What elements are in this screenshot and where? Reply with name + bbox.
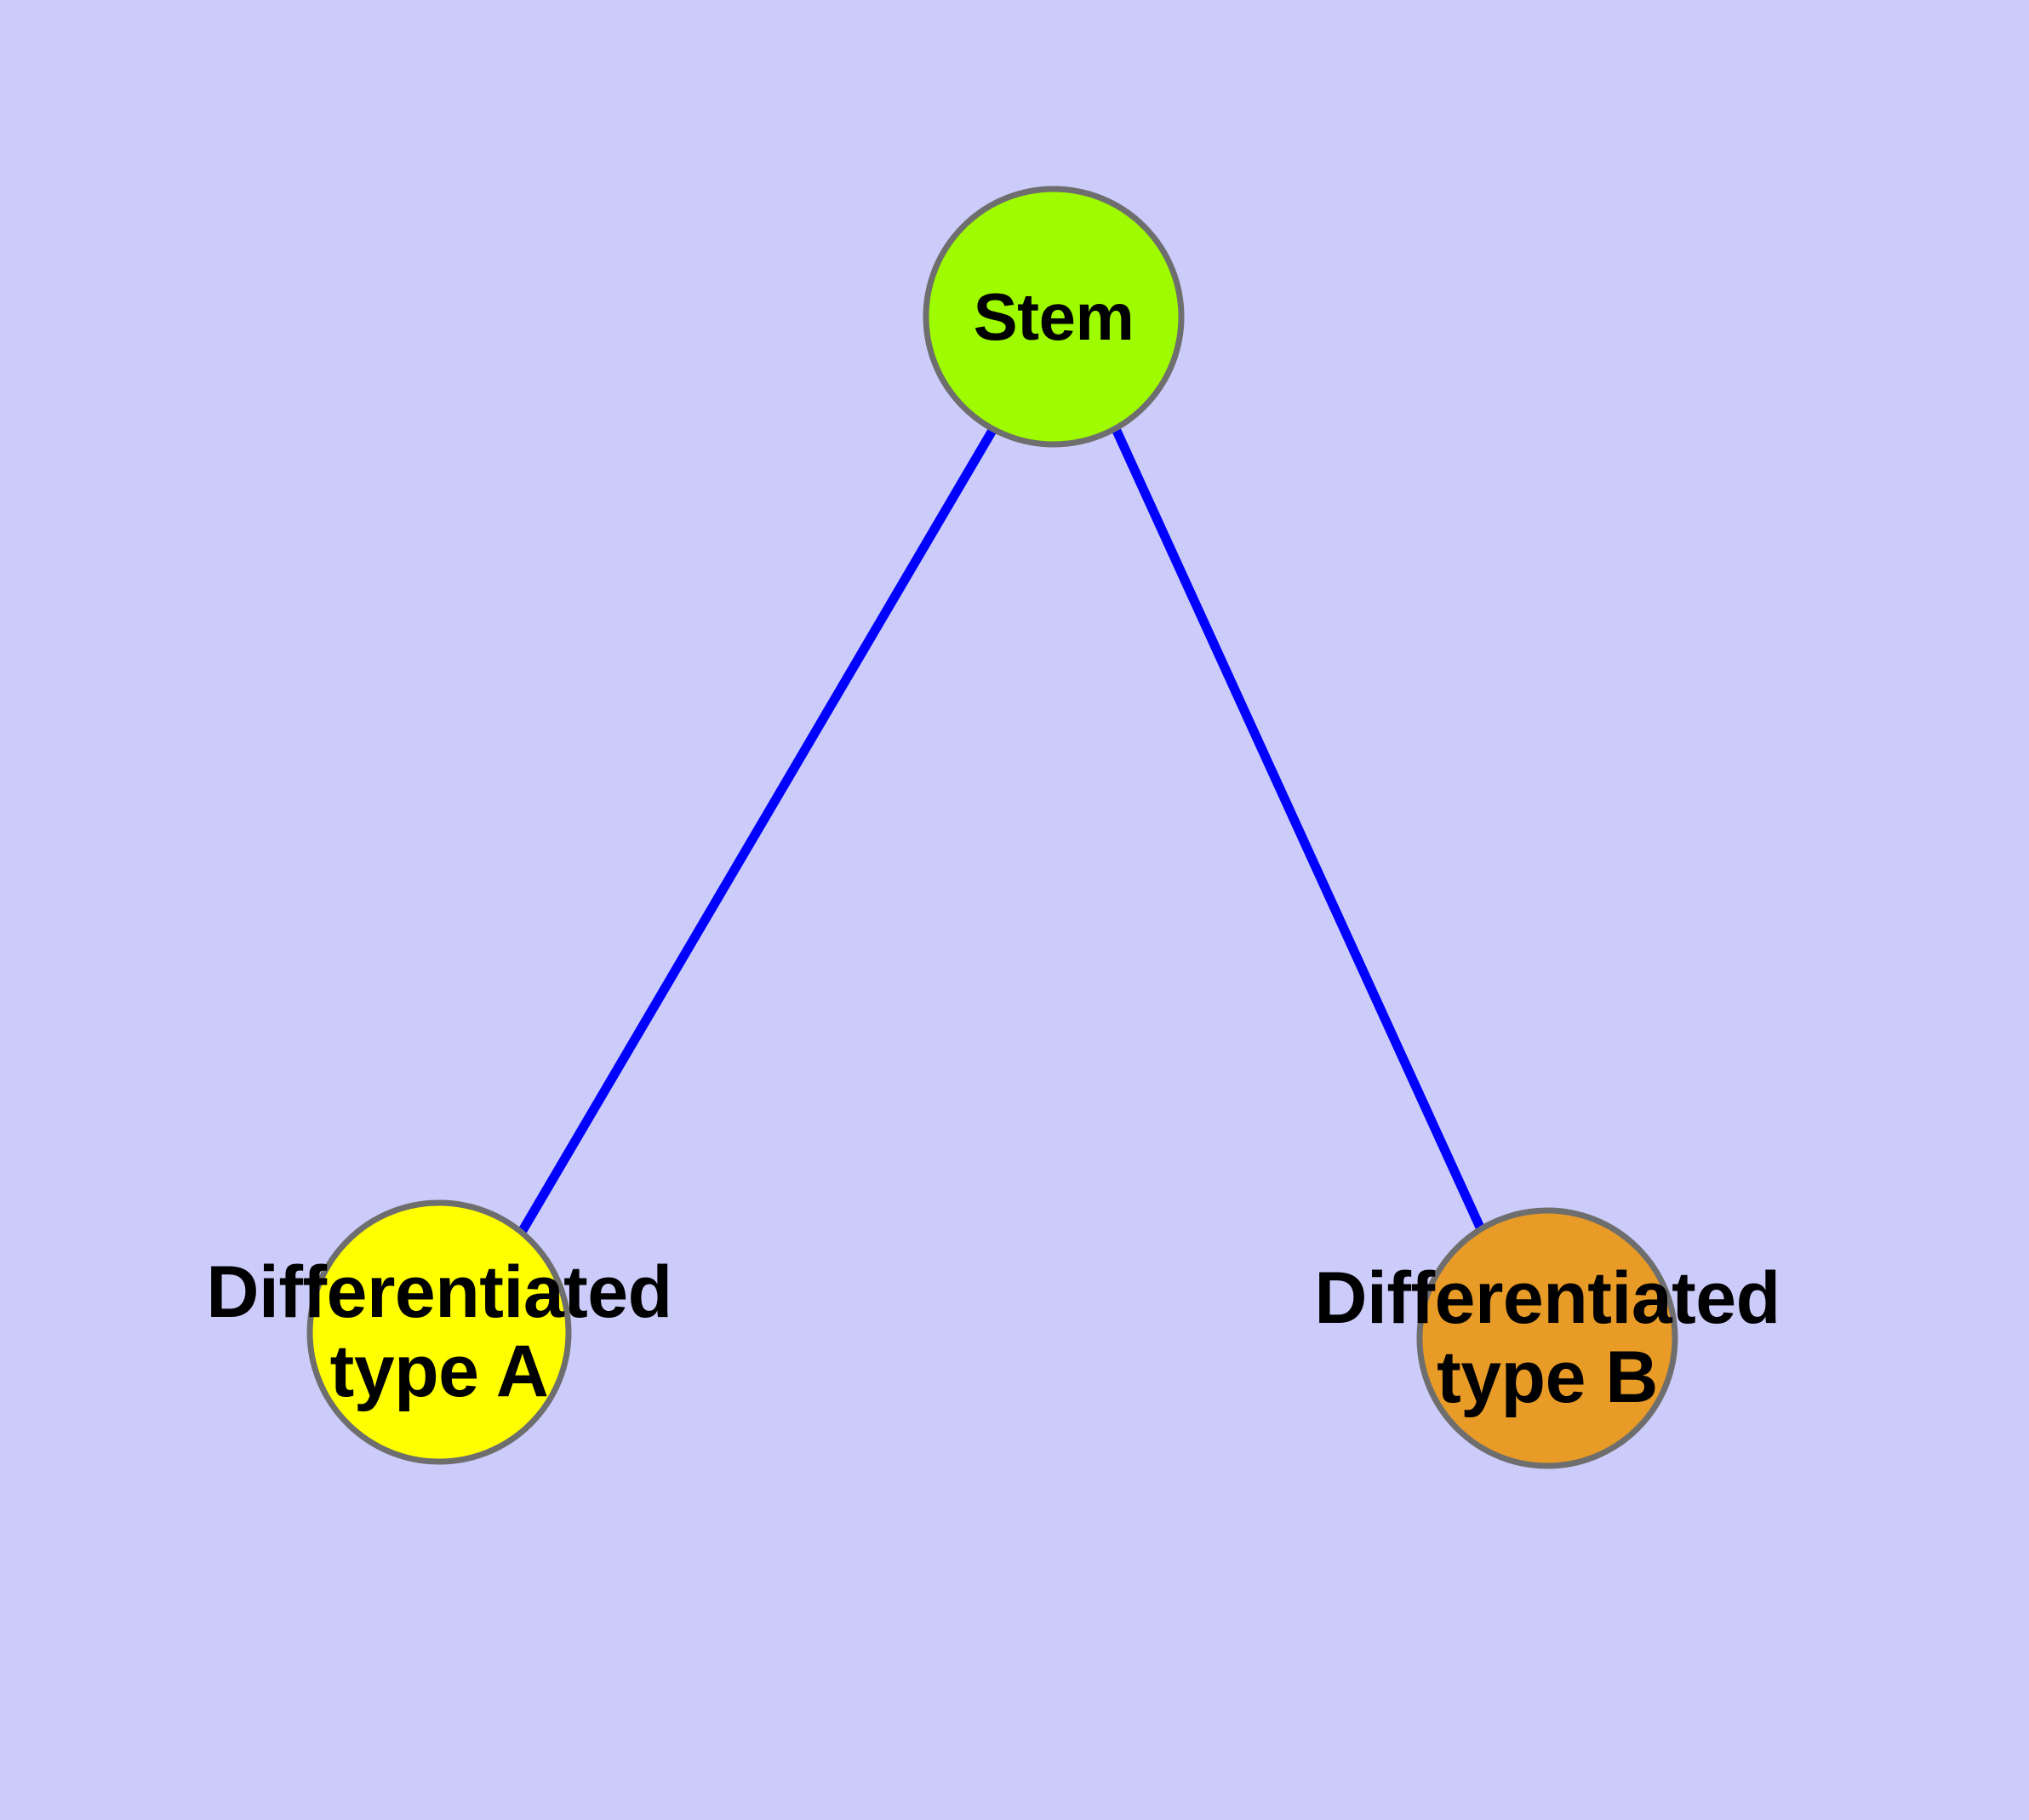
node-layer bbox=[306, 186, 1678, 1469]
edge-stem-to-differentiated-type-a[interactable] bbox=[517, 426, 997, 1236]
edge-stem-to-differentiated-type-b[interactable] bbox=[1112, 428, 1486, 1232]
edge-layer bbox=[517, 426, 1486, 1236]
node-differentiated-type-b[interactable] bbox=[1416, 1207, 1678, 1469]
node-stem[interactable] bbox=[923, 186, 1185, 448]
node-differentiated-type-a[interactable] bbox=[306, 1199, 572, 1465]
